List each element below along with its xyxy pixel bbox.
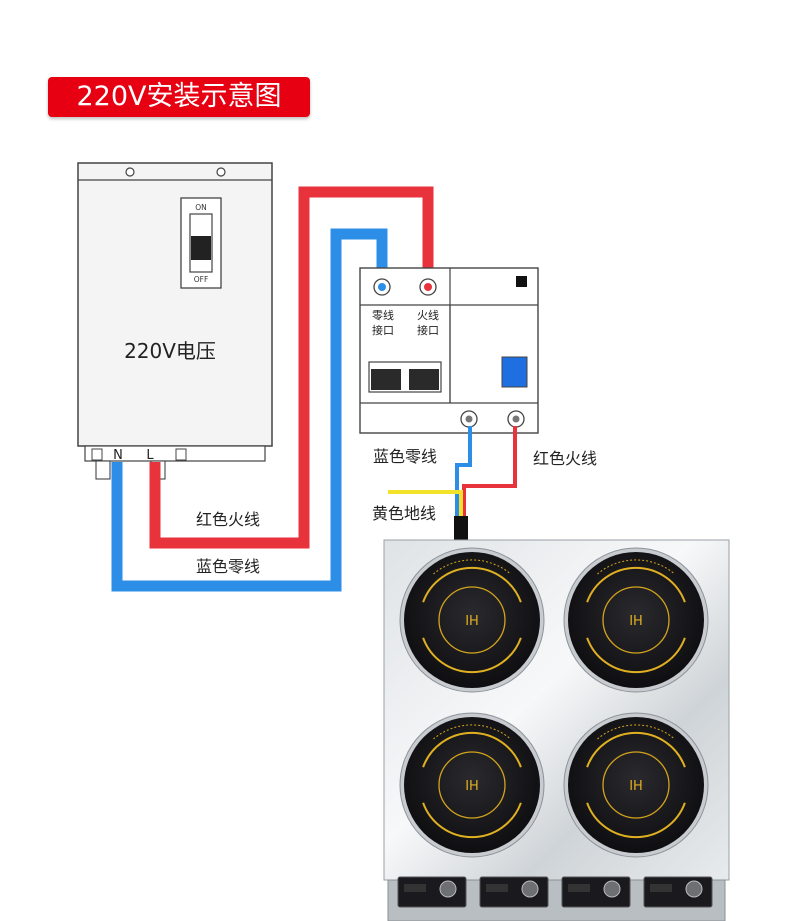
knob[interactable] (685, 880, 703, 898)
knob[interactable] (439, 880, 457, 898)
breaker-indicator (516, 276, 527, 287)
title-badge: 220V安装示意图 (48, 77, 310, 117)
supply-box: ON OFF 220V电压 N L (77, 162, 273, 480)
neutral-port-label-2: 接口 (372, 324, 394, 337)
blue-neutral-label-right: 蓝色零线 (373, 447, 437, 466)
burner-label: IH (465, 614, 479, 629)
control-panel-2[interactable] (479, 876, 549, 908)
switch-on-label: ON (195, 203, 207, 212)
terminal-n-label: N (113, 448, 123, 463)
burner-label: IH (629, 614, 643, 629)
burner-3[interactable]: IH (399, 712, 545, 858)
supply-voltage-label: 220V电压 (124, 339, 216, 363)
red-live-label-right: 红色火线 (533, 449, 597, 468)
red-live-label-left: 红色火线 (196, 510, 260, 529)
terminal-l-label: L (146, 448, 154, 463)
burner-4[interactable]: IH (563, 712, 709, 858)
live-port-label-2: 接口 (417, 324, 439, 337)
control-panel-4[interactable] (643, 876, 713, 908)
live-port-label-1: 火线 (417, 308, 439, 322)
yellow-ground-label: 黄色地线 (372, 504, 436, 523)
burner-label: IH (465, 779, 479, 794)
test-button[interactable] (501, 356, 528, 388)
induction-cooktop: IH IH IH IH (383, 539, 730, 921)
output-red-wire (462, 426, 517, 518)
neutral-port-label-1: 零线 (372, 308, 394, 322)
burner-1[interactable]: IH (399, 547, 545, 693)
control-panel-3[interactable] (561, 876, 631, 908)
power-switch[interactable]: ON OFF (180, 197, 222, 289)
burner-2[interactable]: IH (563, 547, 709, 693)
cable-sheath (454, 516, 468, 540)
red-live-wire (149, 186, 434, 549)
blue-neutral-label-left: 蓝色零线 (196, 557, 260, 576)
burner-label: IH (629, 779, 643, 794)
switch-off-label: OFF (194, 275, 209, 284)
blue-neutral-wire (111, 228, 388, 592)
knob[interactable] (521, 880, 539, 898)
terminal-n-post (95, 460, 111, 480)
knob[interactable] (603, 880, 621, 898)
circuit-breaker: 零线 接口 火线 接口 (359, 267, 539, 434)
output-yellow-wire (388, 490, 463, 518)
breaker-toggle[interactable] (368, 361, 442, 393)
control-panel-1[interactable] (397, 876, 467, 908)
